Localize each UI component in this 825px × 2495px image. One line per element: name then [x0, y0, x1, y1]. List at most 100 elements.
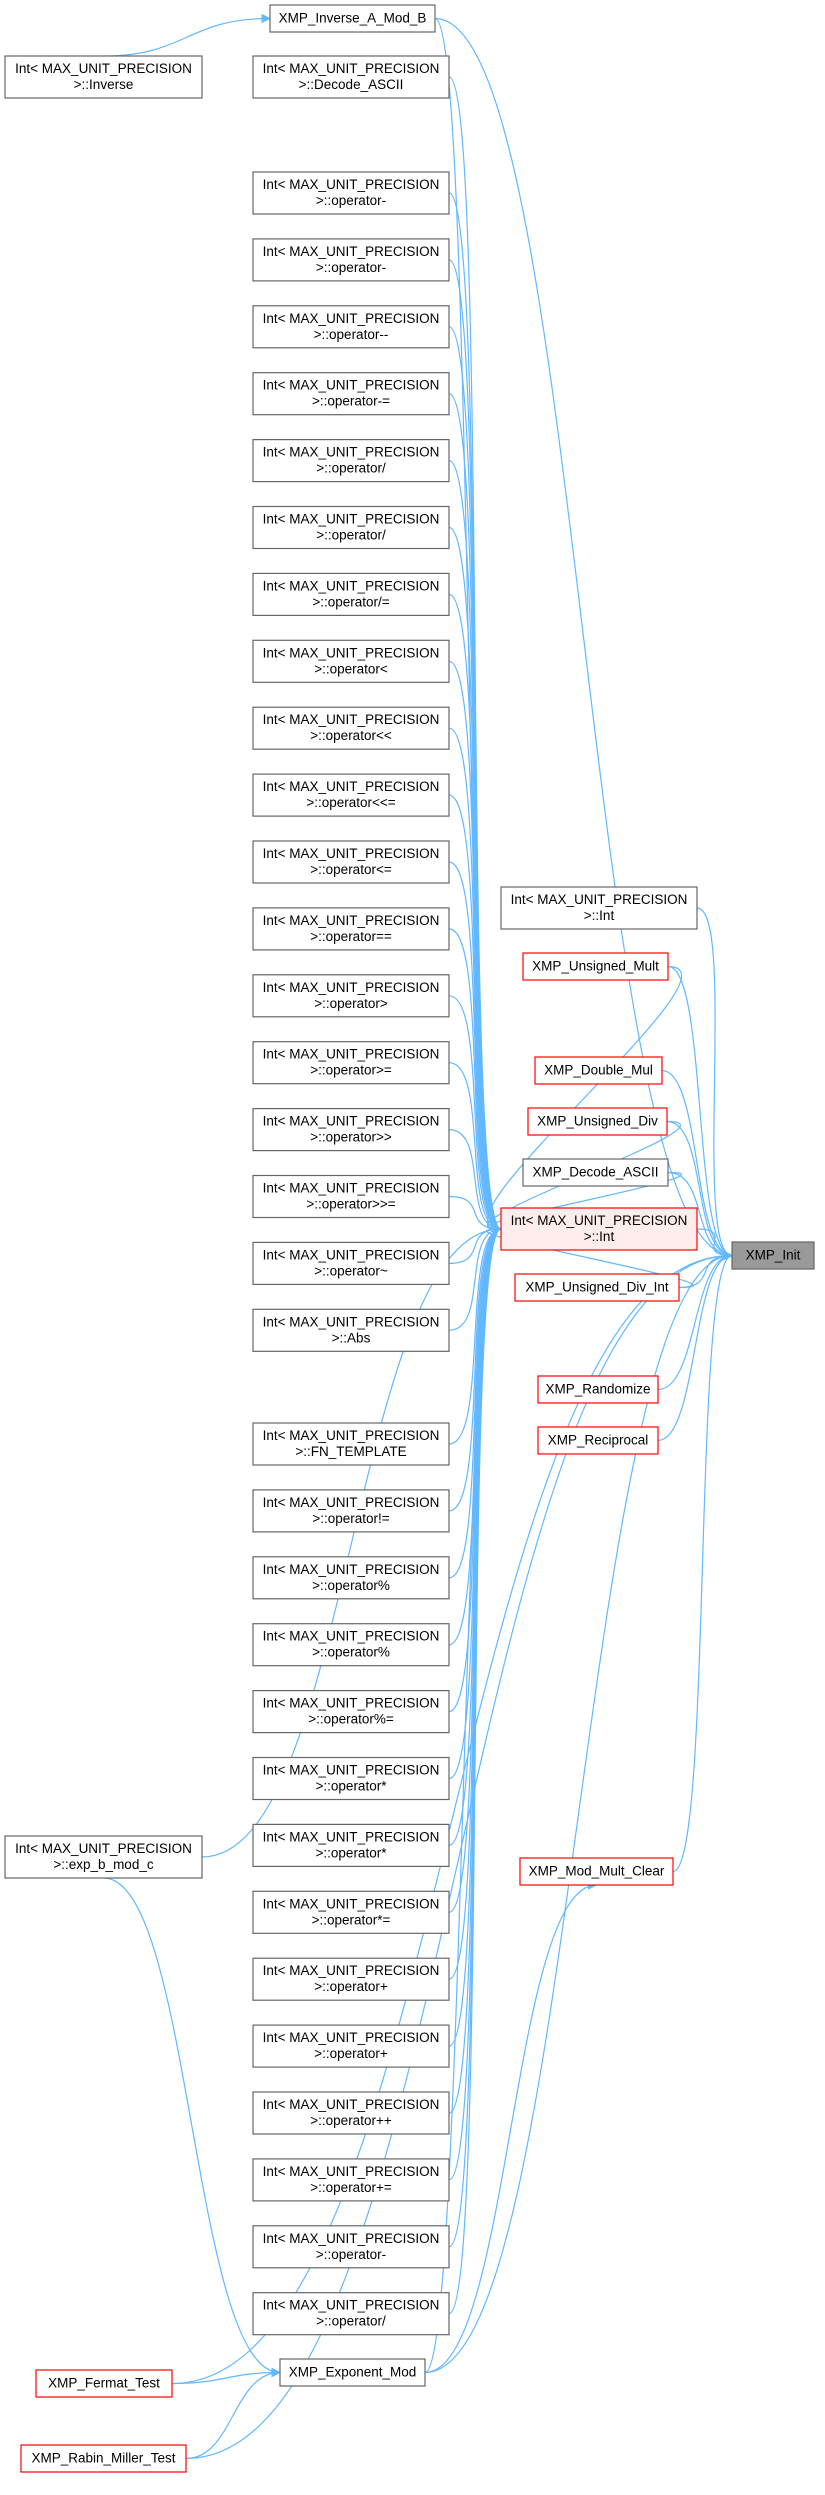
- node-box: [252, 1623, 450, 1667]
- node-unsigned_mult[interactable]: XMP_Unsigned_Mult: [522, 952, 669, 981]
- node-op_mod1[interactable]: Int< MAX_UNIT_PRECISION>::operator%: [252, 1556, 450, 1600]
- node-op_div3[interactable]: Int< MAX_UNIT_PRECISION>::operator/: [252, 2292, 450, 2336]
- node-op_mul2[interactable]: Int< MAX_UNIT_PRECISION>::operator*: [252, 1823, 450, 1868]
- node-op_shl_eq[interactable]: Int< MAX_UNIT_PRECISION>::operator<<=: [252, 773, 450, 817]
- node-label: >::operator+: [314, 1979, 388, 1994]
- node-op_shr_eq[interactable]: Int< MAX_UNIT_PRECISION>::operator>>=: [252, 1174, 450, 1219]
- node-exp_b_mod_c[interactable]: Int< MAX_UNIT_PRECISION>::exp_b_mod_c: [4, 1835, 203, 1879]
- node-op_decr[interactable]: Int< MAX_UNIT_PRECISION>::operator--: [252, 305, 450, 349]
- node-label: >::operator<<=: [306, 795, 395, 810]
- node-label: Int< MAX_UNIT_PRECISION: [263, 2164, 440, 2179]
- node-op_tilde[interactable]: Int< MAX_UNIT_PRECISION>::operator~: [252, 1241, 450, 1286]
- node-decode_ascii_b[interactable]: XMP_Decode_ASCII: [522, 1158, 669, 1187]
- node-op_mul1[interactable]: Int< MAX_UNIT_PRECISION>::operator*: [252, 1756, 450, 1801]
- node-box: [35, 2369, 173, 2398]
- node-op_ne[interactable]: Int< MAX_UNIT_PRECISION>::operator!=: [252, 1489, 450, 1533]
- node-op_div1[interactable]: Int< MAX_UNIT_PRECISION>::operator/: [252, 439, 450, 483]
- edge-decode_ascii-to-int_ctor: [448, 76, 502, 1234]
- node-label: >::operator-: [316, 260, 386, 275]
- node-op_plus1[interactable]: Int< MAX_UNIT_PRECISION>::operator+: [252, 1957, 450, 2001]
- node-op_eqeq[interactable]: Int< MAX_UNIT_PRECISION>::operator==: [252, 907, 450, 951]
- node-rabin_miller_test[interactable]: XMP_Rabin_Miller_Test: [20, 2444, 187, 2473]
- node-op_mod2[interactable]: Int< MAX_UNIT_PRECISION>::operator%: [252, 1623, 450, 1667]
- edge-op_div3-to-int_ctor: [448, 1224, 502, 2315]
- node-fn_template[interactable]: Int< MAX_UNIT_PRECISION>::FN_TEMPLATE: [252, 1422, 450, 1466]
- node-box: [252, 1890, 450, 1934]
- node-mod_mult_clear[interactable]: XMP_Mod_Mult_Clear: [519, 1857, 674, 1886]
- node-op_ge[interactable]: Int< MAX_UNIT_PRECISION>::operator>=: [252, 1041, 450, 1085]
- node-op_div_eq[interactable]: Int< MAX_UNIT_PRECISION>::operator/=: [252, 572, 450, 617]
- node-abs[interactable]: Int< MAX_UNIT_PRECISION>::Abs: [252, 1308, 450, 1352]
- edge-inverse_a_mod_b-to-target: [434, 17, 733, 1261]
- node-label: >::operator/=: [312, 594, 389, 609]
- node-box: [252, 1489, 450, 1533]
- node-randomize[interactable]: XMP_Randomize: [537, 1375, 659, 1404]
- edge-inverse-to-inverse_a_mod_b: [103, 13, 271, 57]
- node-box: [252, 706, 450, 750]
- node-unsigned_div_int[interactable]: XMP_Unsigned_Div_Int: [514, 1273, 680, 1302]
- edge-op_shr_eq-to-int_ctor: [448, 1195, 502, 1234]
- node-label: >::operator+: [314, 2046, 388, 2061]
- node-label: >::operator-: [316, 2247, 386, 2262]
- node-op_gt[interactable]: Int< MAX_UNIT_PRECISION>::operator>: [252, 974, 450, 1018]
- node-target[interactable]: XMP_Init: [731, 1241, 815, 1270]
- node-op_le[interactable]: Int< MAX_UNIT_PRECISION>::operator<=: [252, 840, 450, 884]
- node-exponent_mod[interactable]: XMP_Exponent_Mod: [279, 2358, 426, 2387]
- node-int_ctor[interactable]: Int< MAX_UNIT_PRECISION>::Int: [500, 1207, 698, 1251]
- node-op_incr[interactable]: Int< MAX_UNIT_PRECISION>::operator++: [252, 2091, 450, 2135]
- node-op_minus3[interactable]: Int< MAX_UNIT_PRECISION>::operator-: [252, 2225, 450, 2269]
- edge-int_ctor-to-target: [696, 1228, 733, 1261]
- node-box: [279, 2358, 426, 2387]
- node-box: [4, 1835, 203, 1879]
- node-reciprocal[interactable]: XMP_Reciprocal: [537, 1426, 659, 1455]
- node-unsigned_div[interactable]: XMP_Unsigned_Div: [527, 1107, 668, 1136]
- node-op_div2[interactable]: Int< MAX_UNIT_PRECISION>::operator/: [252, 505, 450, 550]
- node-box: [252, 2024, 450, 2068]
- node-op_mul_eq[interactable]: Int< MAX_UNIT_PRECISION>::operator*=: [252, 1890, 450, 1934]
- node-box: [252, 1556, 450, 1600]
- node-box: [252, 1174, 450, 1219]
- node-op_minus1[interactable]: Int< MAX_UNIT_PRECISION>::operator-: [252, 171, 450, 215]
- node-label: >::operator==: [310, 929, 392, 944]
- node-label: Int< MAX_UNIT_PRECISION: [263, 2231, 440, 2246]
- node-box: [534, 1056, 663, 1085]
- edge-randomize-to-target: [657, 1250, 733, 1391]
- node-double_mul[interactable]: XMP_Double_Mul: [534, 1056, 663, 1085]
- node-label: XMP_Inverse_A_Mod_B: [279, 11, 427, 26]
- edge-exp_b_mod_c-to-exponent_mod: [103, 1877, 281, 2378]
- node-box: [252, 1756, 450, 1801]
- node-box: [252, 1957, 450, 2001]
- node-box: [252, 840, 450, 884]
- node-label: XMP_Exponent_Mod: [289, 2365, 417, 2380]
- node-op_lt[interactable]: Int< MAX_UNIT_PRECISION>::operator<: [252, 639, 450, 683]
- node-label: Int< MAX_UNIT_PRECISION: [263, 311, 440, 326]
- node-box: [252, 773, 450, 817]
- node-label: >::operator/: [316, 528, 386, 543]
- node-op_minus_eq[interactable]: Int< MAX_UNIT_PRECISION>::operator-=: [252, 372, 450, 416]
- node-int_ctor2[interactable]: Int< MAX_UNIT_PRECISION>::Int: [500, 886, 698, 930]
- edge-op_mod2-to-int_ctor: [448, 1224, 502, 1646]
- edge-op_div_eq-to-int_ctor: [448, 593, 502, 1234]
- node-op_plus2[interactable]: Int< MAX_UNIT_PRECISION>::operator+: [252, 2024, 450, 2068]
- node-op_shl[interactable]: Int< MAX_UNIT_PRECISION>::operator<<: [252, 706, 450, 750]
- edge-int_ctor2-to-target: [696, 907, 733, 1261]
- node-op_shr[interactable]: Int< MAX_UNIT_PRECISION>::operator>>: [252, 1107, 450, 1152]
- node-inverse[interactable]: Int< MAX_UNIT_PRECISION>::Inverse: [4, 55, 203, 99]
- node-box: [252, 505, 450, 550]
- node-box: [252, 238, 450, 282]
- node-box: [252, 572, 450, 617]
- node-inverse_a_mod_b[interactable]: XMP_Inverse_A_Mod_B: [269, 4, 436, 33]
- node-label: Int< MAX_UNIT_PRECISION: [263, 1114, 440, 1129]
- node-label: >::FN_TEMPLATE: [295, 1444, 406, 1459]
- edge-rabin_miller_test-to-exponent_mod: [185, 2367, 281, 2460]
- node-label: Int< MAX_UNIT_PRECISION: [263, 779, 440, 794]
- node-box: [252, 55, 450, 99]
- node-fermat_test[interactable]: XMP_Fermat_Test: [35, 2369, 173, 2398]
- node-label: Int< MAX_UNIT_PRECISION: [511, 892, 688, 907]
- node-box: [252, 974, 450, 1018]
- node-op_plus_eq[interactable]: Int< MAX_UNIT_PRECISION>::operator+=: [252, 2158, 450, 2202]
- node-op_mod_eq[interactable]: Int< MAX_UNIT_PRECISION>::operator%=: [252, 1689, 450, 1734]
- node-decode_ascii[interactable]: Int< MAX_UNIT_PRECISION>::Decode_ASCII: [252, 55, 450, 99]
- node-op_minus2[interactable]: Int< MAX_UNIT_PRECISION>::operator-: [252, 238, 450, 282]
- edge-op_shr-to-int_ctor: [448, 1129, 502, 1234]
